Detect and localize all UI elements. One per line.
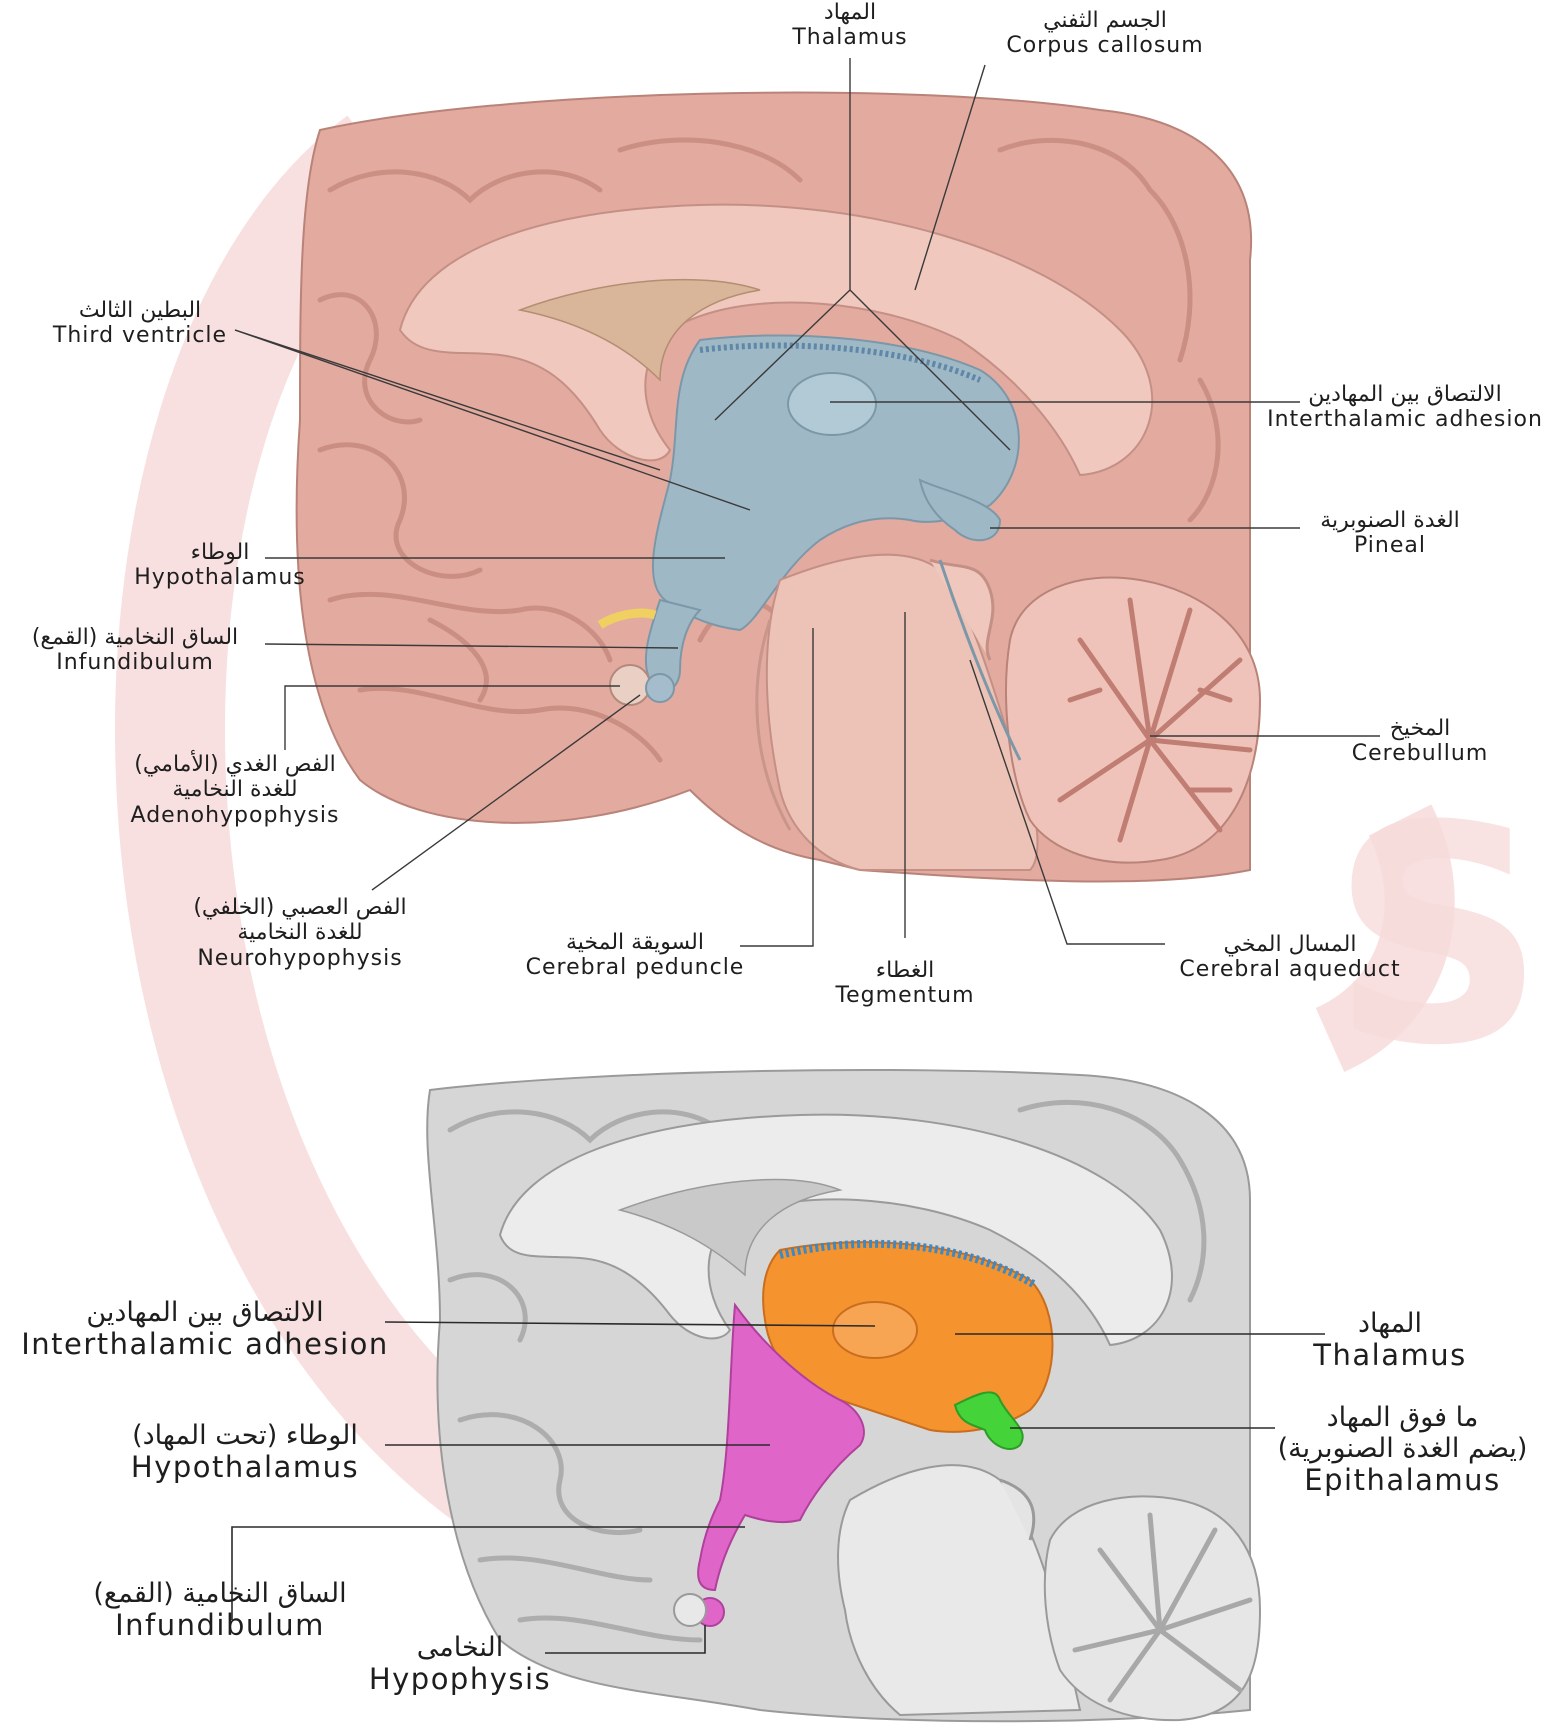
label-ar: البطين الثالث <box>30 298 250 323</box>
label-ar: ما فوق المهاد <box>1245 1402 1560 1433</box>
label-hypothalamus-bottom: الوطاء (تحت المهاد) Hypothalamus <box>95 1420 395 1484</box>
label-cerebral-peduncle: السويقة المخية Cerebral peduncle <box>515 930 755 981</box>
label-ar: المخيخ <box>1330 716 1510 741</box>
label-ar: الجسم الثفني <box>985 8 1225 33</box>
adenohypophysis-lobe <box>610 665 650 705</box>
label-en: Neurohypophysis <box>150 946 450 971</box>
label-ar: الساق النخامية (القمع) <box>5 625 265 650</box>
label-ar: الوطاء <box>120 540 320 565</box>
label-ar: الالتصاق بين المهادين <box>10 1297 400 1328</box>
interthalamic-adhesion-mass <box>788 373 876 435</box>
label-cerebral-aqueduct: المسال المخي Cerebral aqueduct <box>1160 932 1420 983</box>
label-epithalamus: ما فوق المهاد (يضم الغدة الصنوبرية) Epit… <box>1245 1402 1560 1497</box>
label-en: Cerebral peduncle <box>515 955 755 980</box>
label-tegmentum: الغطاء Tegmentum <box>820 958 990 1009</box>
bottom-brain-illustration <box>427 1070 1260 1721</box>
label-ar: المسال المخي <box>1160 932 1420 957</box>
label-ar: السويقة المخية <box>515 930 755 955</box>
label-ar: الالتصاق بين المهادين <box>1255 382 1555 407</box>
label-interthalamic-adhesion-top: الالتصاق بين المهادين Interthalamic adhe… <box>1255 382 1555 433</box>
label-en: Adenohypophysis <box>95 803 375 828</box>
neurohypophysis-lobe <box>646 674 674 702</box>
label-en: Thalamus <box>1290 1339 1490 1372</box>
label-cerebellum: المخيخ Cerebullum <box>1330 716 1510 767</box>
label-en: Tegmentum <box>820 983 990 1008</box>
label-pineal: الغدة الصنوبرية Pineal <box>1290 508 1490 559</box>
label-interthalamic-adhesion-bottom: الالتصاق بين المهادين Interthalamic adhe… <box>10 1297 400 1361</box>
label-thalamus-bottom: المهاد Thalamus <box>1290 1308 1490 1372</box>
label-ar: الغطاء <box>820 958 990 983</box>
label-third-ventricle: البطين الثالث Third ventricle <box>30 298 250 349</box>
label-en: Interthalamic adhesion <box>10 1328 400 1361</box>
label-infundibulum-bottom: الساق النخامية (القمع) Infundibulum <box>50 1578 390 1642</box>
label-ar-line2: للغدة النخامية <box>150 920 450 945</box>
label-en: Interthalamic adhesion <box>1255 407 1555 432</box>
label-en: Third ventricle <box>30 323 250 348</box>
label-ar: النخامى <box>355 1632 565 1663</box>
label-infundibulum-top: الساق النخامية (القمع) Infundibulum <box>5 625 265 676</box>
label-ar-line2: للغدة النخامية <box>95 777 375 802</box>
label-en: Cerebullum <box>1330 741 1510 766</box>
label-ar: الوطاء (تحت المهاد) <box>95 1420 395 1451</box>
label-neurohypophysis: الفص العصبي (الخلفي) للغدة النخامية Neur… <box>150 895 450 971</box>
label-ar: الفص العصبي (الخلفي) <box>150 895 450 920</box>
label-hypophysis: النخامى Hypophysis <box>355 1632 565 1696</box>
label-en: Epithalamus <box>1245 1464 1560 1497</box>
label-en: Infundibulum <box>50 1609 390 1642</box>
label-ar: الفص الغدي (الأمامي) <box>95 752 375 777</box>
label-thalamus-top: المهاد Thalamus <box>770 0 930 51</box>
label-en: Hypophysis <box>355 1663 565 1696</box>
label-ar-line2: (يضم الغدة الصنوبرية) <box>1245 1433 1560 1464</box>
label-en: Corpus callosum <box>985 33 1225 58</box>
interthalamic-adhesion-orange <box>833 1302 917 1358</box>
label-ar: الغدة الصنوبرية <box>1290 508 1490 533</box>
label-en: Hypothalamus <box>95 1451 395 1484</box>
label-hypothalamus-top: الوطاء Hypothalamus <box>120 540 320 591</box>
label-en: Hypothalamus <box>120 565 320 590</box>
label-ar: المهاد <box>770 0 930 25</box>
top-brain-illustration <box>297 93 1260 882</box>
label-en: Pineal <box>1290 533 1490 558</box>
label-adenohypophysis: الفص الغدي (الأمامي) للغدة النخامية Aden… <box>95 752 375 828</box>
label-ar: المهاد <box>1290 1308 1490 1339</box>
label-corpus-callosum: الجسم الثفني Corpus callosum <box>985 8 1225 59</box>
label-en: Thalamus <box>770 25 930 50</box>
label-en: Cerebral aqueduct <box>1160 957 1420 982</box>
label-ar: الساق النخامية (القمع) <box>50 1578 390 1609</box>
pituitary-gray <box>674 1594 706 1626</box>
label-en: Infundibulum <box>5 650 265 675</box>
